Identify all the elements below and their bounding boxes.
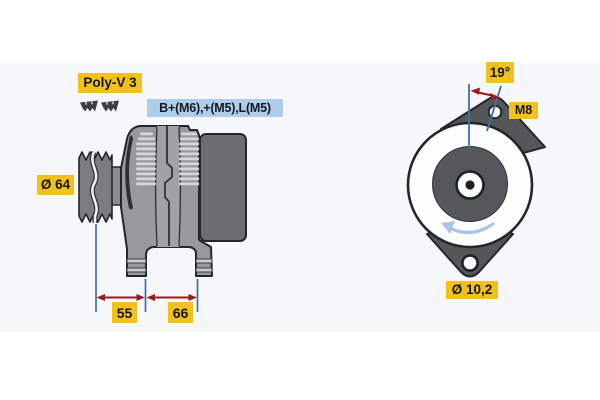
housing-seam-left xyxy=(154,126,158,247)
dimension-arrow-66 xyxy=(146,294,197,301)
poly-v-belt-section-icon xyxy=(80,100,119,112)
bottom-lug-hole xyxy=(461,254,479,272)
pulley-break-line xyxy=(91,151,98,223)
mounting-angle-label: 19° xyxy=(486,62,514,83)
front-bracket-edge xyxy=(125,135,133,210)
vent-fins-rear xyxy=(179,132,200,186)
alternator-front-view xyxy=(406,84,546,278)
housing-seam-right xyxy=(178,126,182,247)
terminal-connections-label: B+(M6),+(M5),L(M5) xyxy=(147,99,283,117)
belt-type-label: Poly-V 3 xyxy=(78,73,142,93)
housing-joint-line xyxy=(164,126,173,246)
counterclockwise-rotation-arrow-icon xyxy=(441,221,495,235)
mount-hole-diameter-label: Ø 10,2 xyxy=(446,281,498,299)
angle-reference-lines xyxy=(468,84,502,149)
pulley-diameter-label: Ø 64 xyxy=(37,175,74,195)
alternator-side-view xyxy=(78,100,247,312)
dimension-extension-lines xyxy=(95,224,199,312)
dimension-66-label: 66 xyxy=(168,302,193,323)
rear-cover xyxy=(199,133,247,242)
dimension-55-label: 55 xyxy=(112,302,137,323)
angle-arrow-19deg xyxy=(470,87,500,101)
dimension-arrow-55 xyxy=(96,294,145,301)
housing-center-band xyxy=(157,126,179,247)
vent-fins-front xyxy=(136,132,156,186)
thread-size-label: M8 xyxy=(509,102,538,119)
mounting-feet xyxy=(126,258,213,273)
shaft-center-dot xyxy=(465,180,475,190)
